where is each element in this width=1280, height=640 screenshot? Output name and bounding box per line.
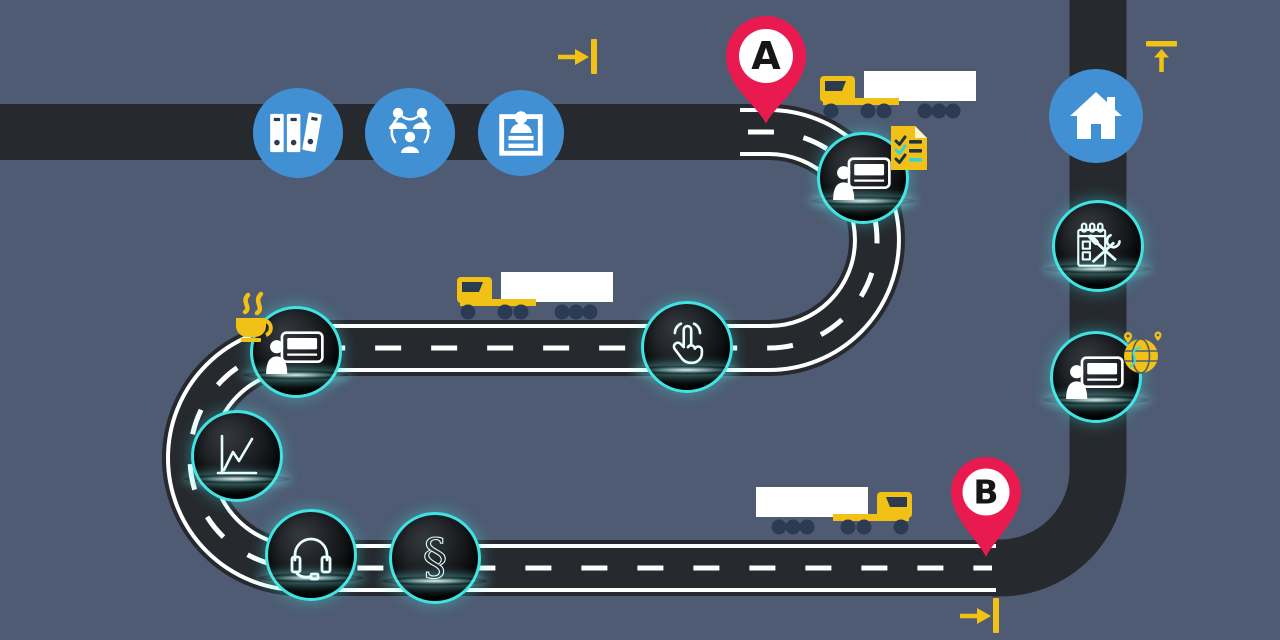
truck-wheels: [460, 304, 598, 320]
stop-bar: [993, 598, 999, 633]
coffee-cup-icon: [236, 291, 273, 342]
stop-home[interactable]: [1049, 69, 1143, 163]
road-right-vertical: [992, 0, 1127, 597]
check-lines: [909, 140, 922, 162]
line-chart-icon: [216, 434, 258, 475]
semi-truck-bottom: [756, 487, 912, 535]
stop-headset[interactable]: [257, 509, 365, 601]
section-sign: §: [423, 528, 448, 586]
stop-tap-hand[interactable]: [633, 301, 741, 393]
truck-trailer: [501, 272, 613, 302]
stop-paragraph[interactable]: §: [381, 512, 489, 604]
arrow-head: [1154, 49, 1169, 58]
driver-truck-icon: [1066, 356, 1124, 399]
stop-driver-globe[interactable]: [1042, 331, 1150, 423]
pin-label-circle: [962, 468, 1010, 516]
home-icon: [1070, 92, 1122, 139]
truck-chassis: [833, 514, 909, 521]
truck-window: [462, 282, 483, 292]
truck-trailer: [756, 487, 868, 517]
stop-bar: [1146, 41, 1177, 47]
pin-a[interactable]: A: [718, 8, 814, 132]
route-line: [1129, 346, 1142, 368]
maintenance-icon: [1077, 222, 1121, 267]
pin-label-circle: [739, 29, 793, 83]
driver-truck-icon: [833, 157, 891, 200]
page-fold: [915, 126, 927, 138]
truck-chassis: [460, 299, 536, 306]
stop-team-network[interactable]: [365, 88, 455, 178]
paragraph-icon: §: [422, 527, 448, 586]
truck-window: [825, 81, 846, 91]
globe-icon: [1124, 331, 1162, 374]
stop-id-badge[interactable]: [478, 90, 564, 176]
binders-icon: [270, 112, 322, 153]
pin-b[interactable]: B: [944, 452, 1028, 564]
semi-truck-middle: [457, 272, 613, 320]
pin-a-label: A: [751, 34, 781, 78]
pin-b-label: B: [973, 473, 998, 512]
team-network-icon: [389, 107, 431, 153]
truck-window: [886, 497, 907, 507]
id-badge-icon: [499, 111, 543, 156]
headset-icon: [290, 537, 332, 581]
truck-trailer: [864, 71, 976, 101]
route-exit-marker-bottom: [960, 598, 999, 633]
globe-grid: [1124, 338, 1158, 374]
route-entry-marker-top: [558, 39, 597, 74]
stop-bar: [591, 39, 597, 74]
driver-truck-icon: [266, 331, 324, 374]
route-entry-marker-right: [1146, 41, 1177, 72]
arrow-head: [575, 49, 589, 65]
tap-hand-icon: [672, 322, 704, 365]
check-marks: [894, 135, 907, 164]
map-pins: [1124, 331, 1162, 343]
truck-wheels: [771, 519, 909, 535]
truck-wheels: [823, 103, 961, 119]
semi-truck-top: [820, 71, 976, 119]
arrow-head: [977, 608, 991, 624]
stop-line-chart[interactable]: [183, 410, 291, 502]
truck-chassis: [823, 98, 899, 105]
checklist-document: [891, 126, 927, 170]
stop-binders[interactable]: [253, 88, 343, 178]
stop-maintenance[interactable]: [1044, 200, 1152, 292]
